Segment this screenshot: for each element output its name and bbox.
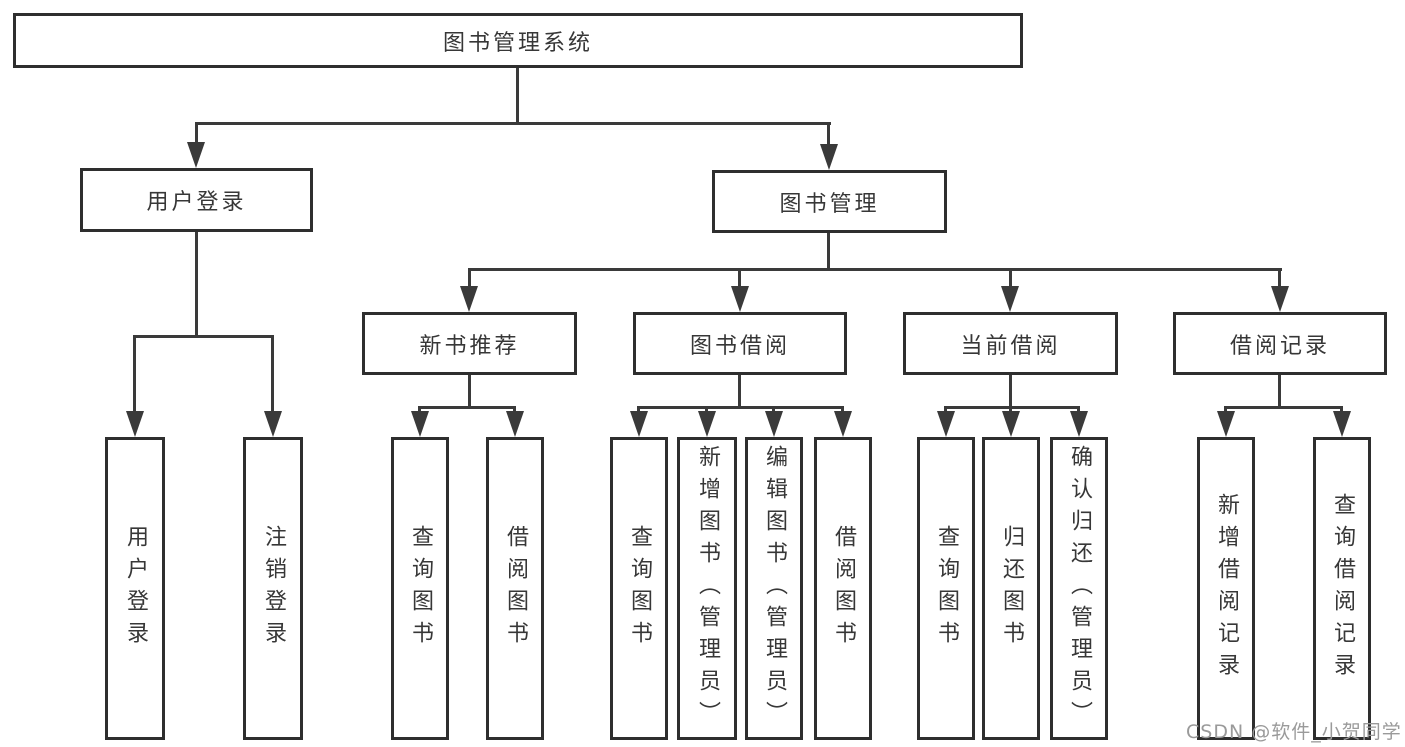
connector-line: [827, 233, 830, 271]
leaf-add-book-admin-label: 新增图书（管理员）: [695, 444, 720, 733]
arrow-down-icon: [506, 411, 524, 437]
leaf-add-book-admin: 新增图书（管理员）: [677, 437, 737, 740]
connector-line: [1224, 406, 1343, 409]
arrow-down-icon: [126, 411, 144, 437]
leaf-borrow-books: 借阅图书: [814, 437, 872, 740]
leaf-query-books-recommend-label: 查询图书: [408, 524, 433, 653]
connector-line: [637, 406, 640, 414]
arrow-down-icon: [411, 411, 429, 437]
connector-line: [1340, 406, 1343, 414]
connector-line: [195, 122, 831, 125]
leaf-user-login-label: 用户登录: [123, 524, 148, 653]
leaf-logout: 注销登录: [243, 437, 303, 740]
arrow-down-icon: [765, 411, 783, 437]
connector-line: [1077, 406, 1080, 414]
leaf-logout-label: 注销登录: [261, 524, 286, 653]
connector-line: [133, 335, 274, 338]
connector-line: [738, 268, 741, 294]
leaf-borrow-books-label: 借阅图书: [831, 524, 856, 653]
connector-line: [827, 122, 830, 148]
connector-line: [516, 68, 519, 124]
arrow-down-icon: [1070, 411, 1088, 437]
connector-line: [271, 335, 274, 414]
node-library-system-label: 图书管理系统: [442, 30, 593, 56]
arrow-down-icon: [264, 411, 282, 437]
leaf-add-borrow-record-label: 新增借阅记录: [1214, 492, 1239, 685]
connector-line: [195, 232, 198, 338]
leaf-return-books-label: 归还图书: [999, 524, 1024, 653]
node-new-book-recommend-label: 新书推荐: [419, 333, 520, 359]
arrow-down-icon: [731, 286, 749, 312]
arrow-down-icon: [1271, 286, 1289, 312]
leaf-confirm-return-admin-label: 确认归还（管理员）: [1067, 444, 1092, 733]
arrow-down-icon: [630, 411, 648, 437]
connector-line: [738, 375, 741, 408]
connector-line: [513, 406, 516, 414]
leaf-query-books-current-label: 查询图书: [934, 524, 959, 653]
connector-line: [133, 335, 136, 414]
connector-line: [1278, 268, 1281, 294]
leaf-edit-book-admin-label: 编辑图书（管理员）: [762, 444, 787, 733]
arrow-down-icon: [1217, 411, 1235, 437]
leaf-query-borrow-record-label: 查询借阅记录: [1330, 492, 1355, 685]
connector-line: [841, 406, 844, 414]
csdn-watermark: CSDN @软件_小贺同学: [1186, 721, 1402, 743]
connector-line: [468, 375, 471, 408]
connector-line: [1009, 268, 1012, 294]
node-library-system: 图书管理系统: [13, 13, 1023, 68]
arrow-down-icon: [834, 411, 852, 437]
connector-line: [1224, 406, 1227, 414]
node-user-login-label: 用户登录: [146, 190, 247, 215]
arrow-down-icon: [1333, 411, 1351, 437]
connector-line: [418, 406, 421, 414]
arrow-down-icon: [937, 411, 955, 437]
leaf-query-borrow-record: 查询借阅记录: [1313, 437, 1371, 740]
node-current-borrowing-label: 当前借阅: [960, 333, 1061, 359]
leaf-user-login: 用户登录: [105, 437, 165, 740]
connector-line: [772, 406, 775, 414]
node-book-borrowing: 图书借阅: [633, 312, 847, 375]
leaf-query-books-current: 查询图书: [917, 437, 975, 740]
arrow-down-icon: [1002, 411, 1020, 437]
leaf-query-books-borrowing: 查询图书: [610, 437, 668, 740]
node-book-borrowing-label: 图书借阅: [689, 333, 790, 359]
arrow-down-icon: [1001, 286, 1019, 312]
leaf-return-books: 归还图书: [982, 437, 1040, 740]
connector-line: [468, 268, 1282, 271]
leaf-borrow-books-recommend-label: 借阅图书: [503, 524, 528, 653]
arrow-down-icon: [187, 142, 205, 168]
leaf-add-borrow-record: 新增借阅记录: [1197, 437, 1255, 740]
arrow-down-icon: [460, 286, 478, 312]
connector-line: [1009, 375, 1012, 408]
leaf-query-books-borrowing-label: 查询图书: [627, 524, 652, 653]
connector-line: [637, 406, 844, 409]
connector-line: [944, 406, 947, 414]
leaf-query-books-recommend: 查询图书: [391, 437, 449, 740]
node-user-login: 用户登录: [80, 168, 313, 232]
connector-line: [944, 406, 1080, 409]
connector-line: [705, 406, 708, 414]
node-borrowing-records-label: 借阅记录: [1229, 333, 1330, 359]
node-book-management: 图书管理: [712, 170, 947, 233]
leaf-edit-book-admin: 编辑图书（管理员）: [745, 437, 803, 740]
arrow-down-icon: [698, 411, 716, 437]
connector-line: [195, 122, 198, 146]
node-new-book-recommend: 新书推荐: [362, 312, 577, 375]
arrow-down-icon: [820, 144, 838, 170]
leaf-borrow-books-recommend: 借阅图书: [486, 437, 544, 740]
connector-line: [468, 268, 471, 294]
connector-line: [1009, 406, 1012, 414]
connector-line: [418, 406, 516, 409]
connector-line: [1278, 375, 1281, 408]
node-book-management-label: 图书管理: [779, 191, 880, 217]
leaf-confirm-return-admin: 确认归还（管理员）: [1050, 437, 1108, 740]
node-current-borrowing: 当前借阅: [903, 312, 1118, 375]
node-borrowing-records: 借阅记录: [1173, 312, 1387, 375]
